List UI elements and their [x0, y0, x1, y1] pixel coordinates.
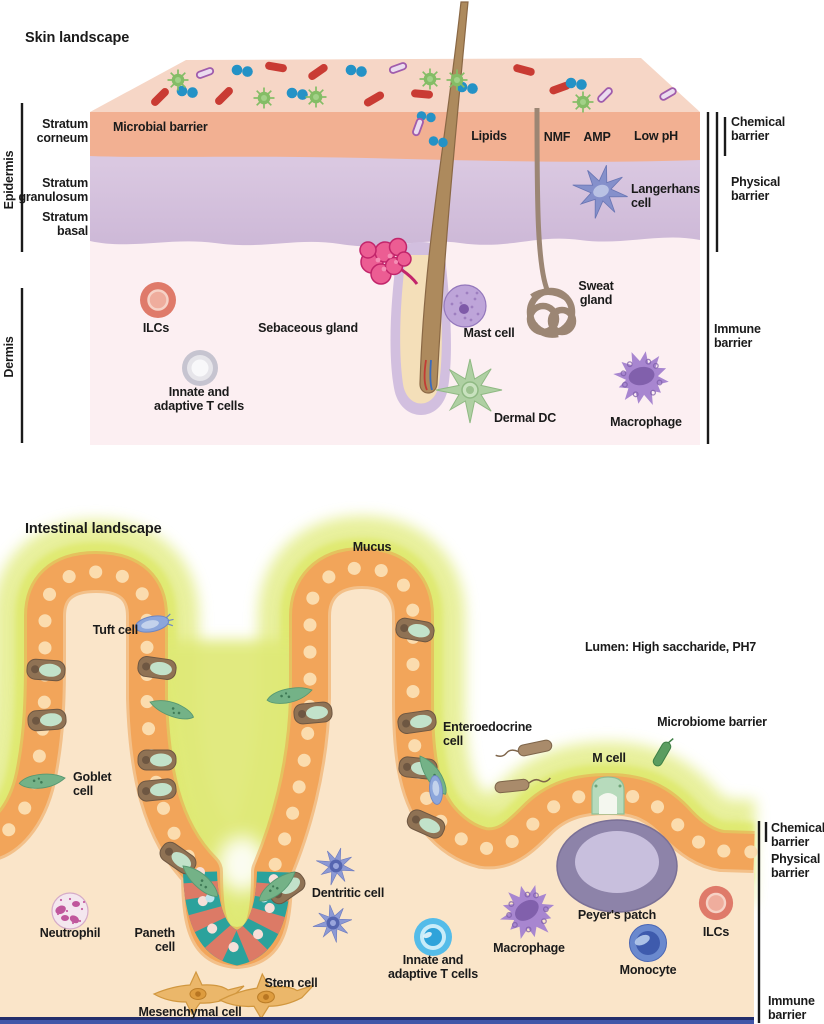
goblet-cell-label: Goblet cell: [73, 770, 112, 798]
hair-follicle: [390, 1, 469, 415]
neutrophil-label: Neutrophil: [39, 926, 101, 940]
nmf-label: NMF: [543, 130, 571, 144]
dermis-label: Dermis: [2, 336, 16, 378]
neutrophil-graphic: [51, 892, 89, 930]
epidermis-label: Epidermis: [2, 150, 16, 210]
tuft-cell-graphic: [134, 613, 174, 633]
amp-label: AMP: [583, 130, 611, 144]
monocyte-label: Monocyte: [619, 963, 677, 977]
hair-shaft: [419, 1, 469, 394]
intestine-chemical-barrier-label: Chemical barrier: [771, 821, 824, 849]
lipids-label: Lipids: [471, 129, 507, 143]
sweat-gland-coil: [526, 287, 577, 338]
mesenchymal-cell-label: Mesenchymal cell: [138, 1005, 242, 1019]
intestine-immune-barrier-label: Immune barrier: [768, 994, 815, 1022]
skin-immune-barrier-label: Immune barrier: [714, 322, 761, 350]
skin-diagram: [20, 1, 727, 445]
intestine-bracket-lines: [757, 821, 768, 1023]
epithelium-nuclei: [0, 561, 761, 955]
stratum-corneum-label: Stratum corneum: [36, 117, 89, 145]
lumen-label: Lumen: High saccharide, PH7: [585, 640, 757, 654]
tuft-cell-label: Tuft cell: [92, 623, 138, 637]
skin-innate-t-label: Innate and adaptive T cells: [154, 385, 244, 413]
muscularis-strip: [0, 1020, 754, 1024]
peyers-patch-label: Peyer's patch: [577, 908, 657, 922]
low-ph-label: Low pH: [634, 129, 678, 143]
sweat-gland-label: Sweat gland: [578, 279, 614, 307]
ilc-cell-skin: [138, 280, 178, 320]
skin-macrophage-label: Macrophage: [610, 415, 682, 429]
sebaceous-gland: [359, 237, 419, 285]
stratum-granulosum-layer: [90, 154, 700, 247]
dermal-dc-graphic: [435, 358, 503, 424]
intestine-ilcs-label: ILCs: [702, 925, 730, 939]
sweat-duct: [534, 107, 552, 296]
stratum-basal-label: Stratum basal: [42, 210, 88, 238]
intestine-title: Intestinal landscape: [25, 521, 162, 537]
m-cell-graphic: [591, 776, 625, 815]
intestine-physical-barrier-label: Physical barrier: [771, 852, 821, 880]
tuft-cell-graphic-2: [429, 775, 443, 805]
t-cell-skin: [182, 350, 218, 386]
sebaceous-gland-label: Sebaceous gland: [258, 321, 358, 335]
mast-cell-label: Mast cell: [463, 326, 515, 340]
dendritic-cell-label: Dentritic cell: [311, 886, 385, 900]
skin-bracket-lines: [20, 103, 727, 444]
langerhans-label: Langerhans cell: [631, 182, 700, 210]
m-cell-label: M cell: [592, 751, 626, 765]
stratum-corneum-layer: [90, 112, 700, 162]
skin-chemical-barrier-label: Chemical barrier: [731, 115, 785, 143]
peyers-patch-graphic: [556, 819, 678, 913]
epithelium-wall-cells: [17, 613, 453, 908]
intestine-innate-t-label: Innate and adaptive T cells: [388, 953, 478, 981]
skin-ilcs-label: ILCs: [142, 321, 170, 335]
skin-title: Skin landscape: [25, 30, 130, 46]
mucus-label: Mucus: [352, 540, 392, 554]
intestine-diagram: [0, 516, 774, 1024]
mast-cell-graphic: [443, 284, 487, 328]
stratum-granulosum-label: Stratum granulosum: [18, 176, 88, 204]
skin-physical-barrier-label: Physical barrier: [731, 175, 781, 203]
innate-t-cell-graphic: [414, 918, 452, 956]
langerhans-cell-graphic: [566, 158, 634, 225]
dermal-dc-label: Dermal DC: [493, 411, 557, 425]
intestine-macrophage-label: Macrophage: [493, 941, 565, 955]
enteroendocrine-label: Enteroedocrine cell: [443, 720, 532, 748]
ilc-cell-intestine: [697, 884, 735, 922]
lumen-bacteria: [494, 737, 674, 794]
stem-cell-label: Stem cell: [264, 976, 318, 990]
muscularis-line: [0, 1017, 754, 1020]
paneth-cell-label: Paneth cell: [134, 926, 176, 954]
microbiome-barrier-label: Microbiome barrier: [657, 715, 767, 729]
monocyte-graphic: [629, 924, 667, 962]
microbial-barrier-label: Microbial barrier: [113, 120, 208, 134]
